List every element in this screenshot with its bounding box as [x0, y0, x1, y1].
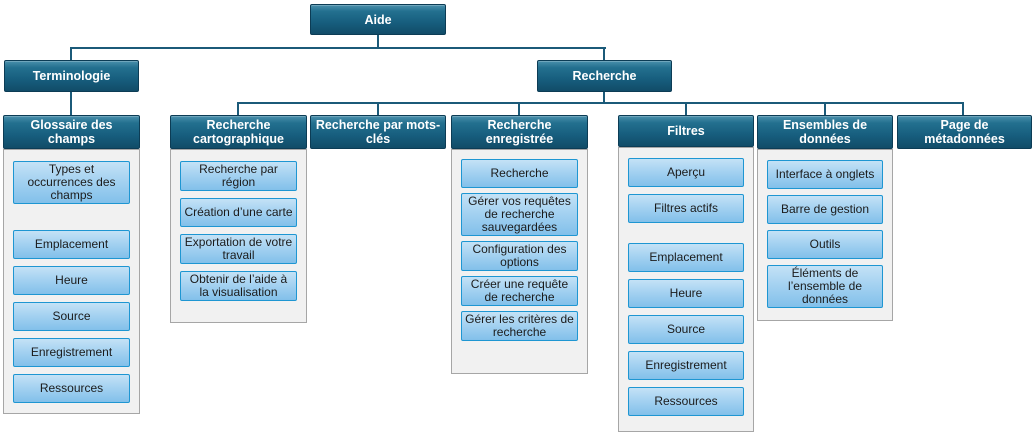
group-recherche-cartographique: Recherche cartographique Recherche par r… — [170, 115, 307, 323]
node-recherche-enregistree: Recherche enregistrée — [451, 115, 588, 149]
group-ensembles-de-donnees: Ensembles de données Interface à onglets… — [757, 115, 893, 321]
node-recherche-par-mots-cles: Recherche par mots-clés — [310, 115, 446, 149]
item-filtres-heure: Heure — [628, 279, 744, 308]
connector-line — [518, 102, 520, 115]
item-gerer-requetes-sauvegardees: Gérer vos requêtes de recherche sauvegar… — [461, 193, 578, 236]
item-types-occurrences-champs: Types et occurrences des champs — [13, 161, 130, 204]
node-recherche-cartographique: Recherche cartographique — [170, 115, 307, 149]
item-filtres-ressources: Ressources — [628, 387, 744, 416]
item-apercu: Aperçu — [628, 158, 744, 187]
connector-line — [237, 102, 239, 115]
connector-line — [377, 102, 379, 115]
node-filtres: Filtres — [618, 115, 754, 147]
item-filtres-emplacement: Emplacement — [628, 243, 744, 272]
group-filtres: Filtres Aperçu Filtres actifs Emplacemen… — [618, 115, 754, 432]
item-configuration-options: Configuration des options — [461, 241, 578, 271]
connector-line — [70, 92, 72, 115]
group-glossaire-des-champs: Glossaire des champs Types et occurrence… — [3, 115, 140, 414]
item-filtres-enregistrement: Enregistrement — [628, 351, 744, 380]
connector-line — [685, 102, 687, 115]
item-interface-onglets: Interface à onglets — [767, 160, 883, 189]
group-page-de-metadonnees: Page de métadonnées — [897, 115, 1032, 149]
item-filtres-source: Source — [628, 315, 744, 344]
enregistree-item-list: Recherche Gérer vos requêtes de recherch… — [451, 149, 588, 374]
item-exportation-travail: Exportation de votre travail — [180, 234, 297, 264]
item-barre-de-gestion: Barre de gestion — [767, 195, 883, 224]
item-filtres-actifs: Filtres actifs — [628, 194, 744, 223]
connector-line — [824, 102, 826, 115]
item-gerer-criteres-recherche: Gérer les critères de recherche — [461, 311, 578, 341]
node-ensembles-de-donnees: Ensembles de données — [757, 115, 893, 149]
group-recherche-par-mots-cles: Recherche par mots-clés — [310, 115, 446, 149]
item-ressources: Ressources — [13, 374, 130, 403]
item-creer-requete-recherche: Créer une requête de recherche — [461, 276, 578, 306]
item-heure: Heure — [13, 266, 130, 295]
connector-line — [70, 47, 606, 49]
node-terminologie: Terminologie — [4, 60, 139, 92]
item-elements-ensemble-donnees: Éléments de l’ensemble de données — [767, 265, 883, 308]
item-emplacement: Emplacement — [13, 230, 130, 259]
item-source: Source — [13, 302, 130, 331]
connector-line — [603, 92, 605, 104]
group-recherche-enregistree: Recherche enregistrée Recherche Gérer vo… — [451, 115, 588, 374]
ensembles-item-list: Interface à onglets Barre de gestion Out… — [757, 149, 893, 321]
cartographique-item-list: Recherche par région Création d’une cart… — [170, 149, 307, 323]
node-aide: Aide — [310, 4, 446, 35]
node-recherche: Recherche — [537, 60, 672, 92]
item-recherche-par-region: Recherche par région — [180, 161, 297, 191]
connector-line — [962, 102, 964, 115]
item-outils: Outils — [767, 230, 883, 259]
connector-line — [603, 47, 605, 60]
connector-line — [377, 35, 379, 49]
node-page-de-metadonnees: Page de métadonnées — [897, 115, 1032, 149]
connector-line — [70, 47, 72, 60]
glossaire-item-list: Types et occurrences des champs Emplacem… — [3, 149, 140, 414]
item-enregistrement: Enregistrement — [13, 338, 130, 367]
connector-line — [237, 102, 964, 104]
item-obtenir-aide-visualisation: Obtenir de l’aide à la visualisation — [180, 271, 297, 301]
item-recherche: Recherche — [461, 159, 578, 188]
node-glossaire-des-champs: Glossaire des champs — [3, 115, 140, 149]
filtres-item-list: Aperçu Filtres actifs Emplacement Heure … — [618, 147, 754, 432]
item-creation-carte: Création d’une carte — [180, 198, 297, 227]
